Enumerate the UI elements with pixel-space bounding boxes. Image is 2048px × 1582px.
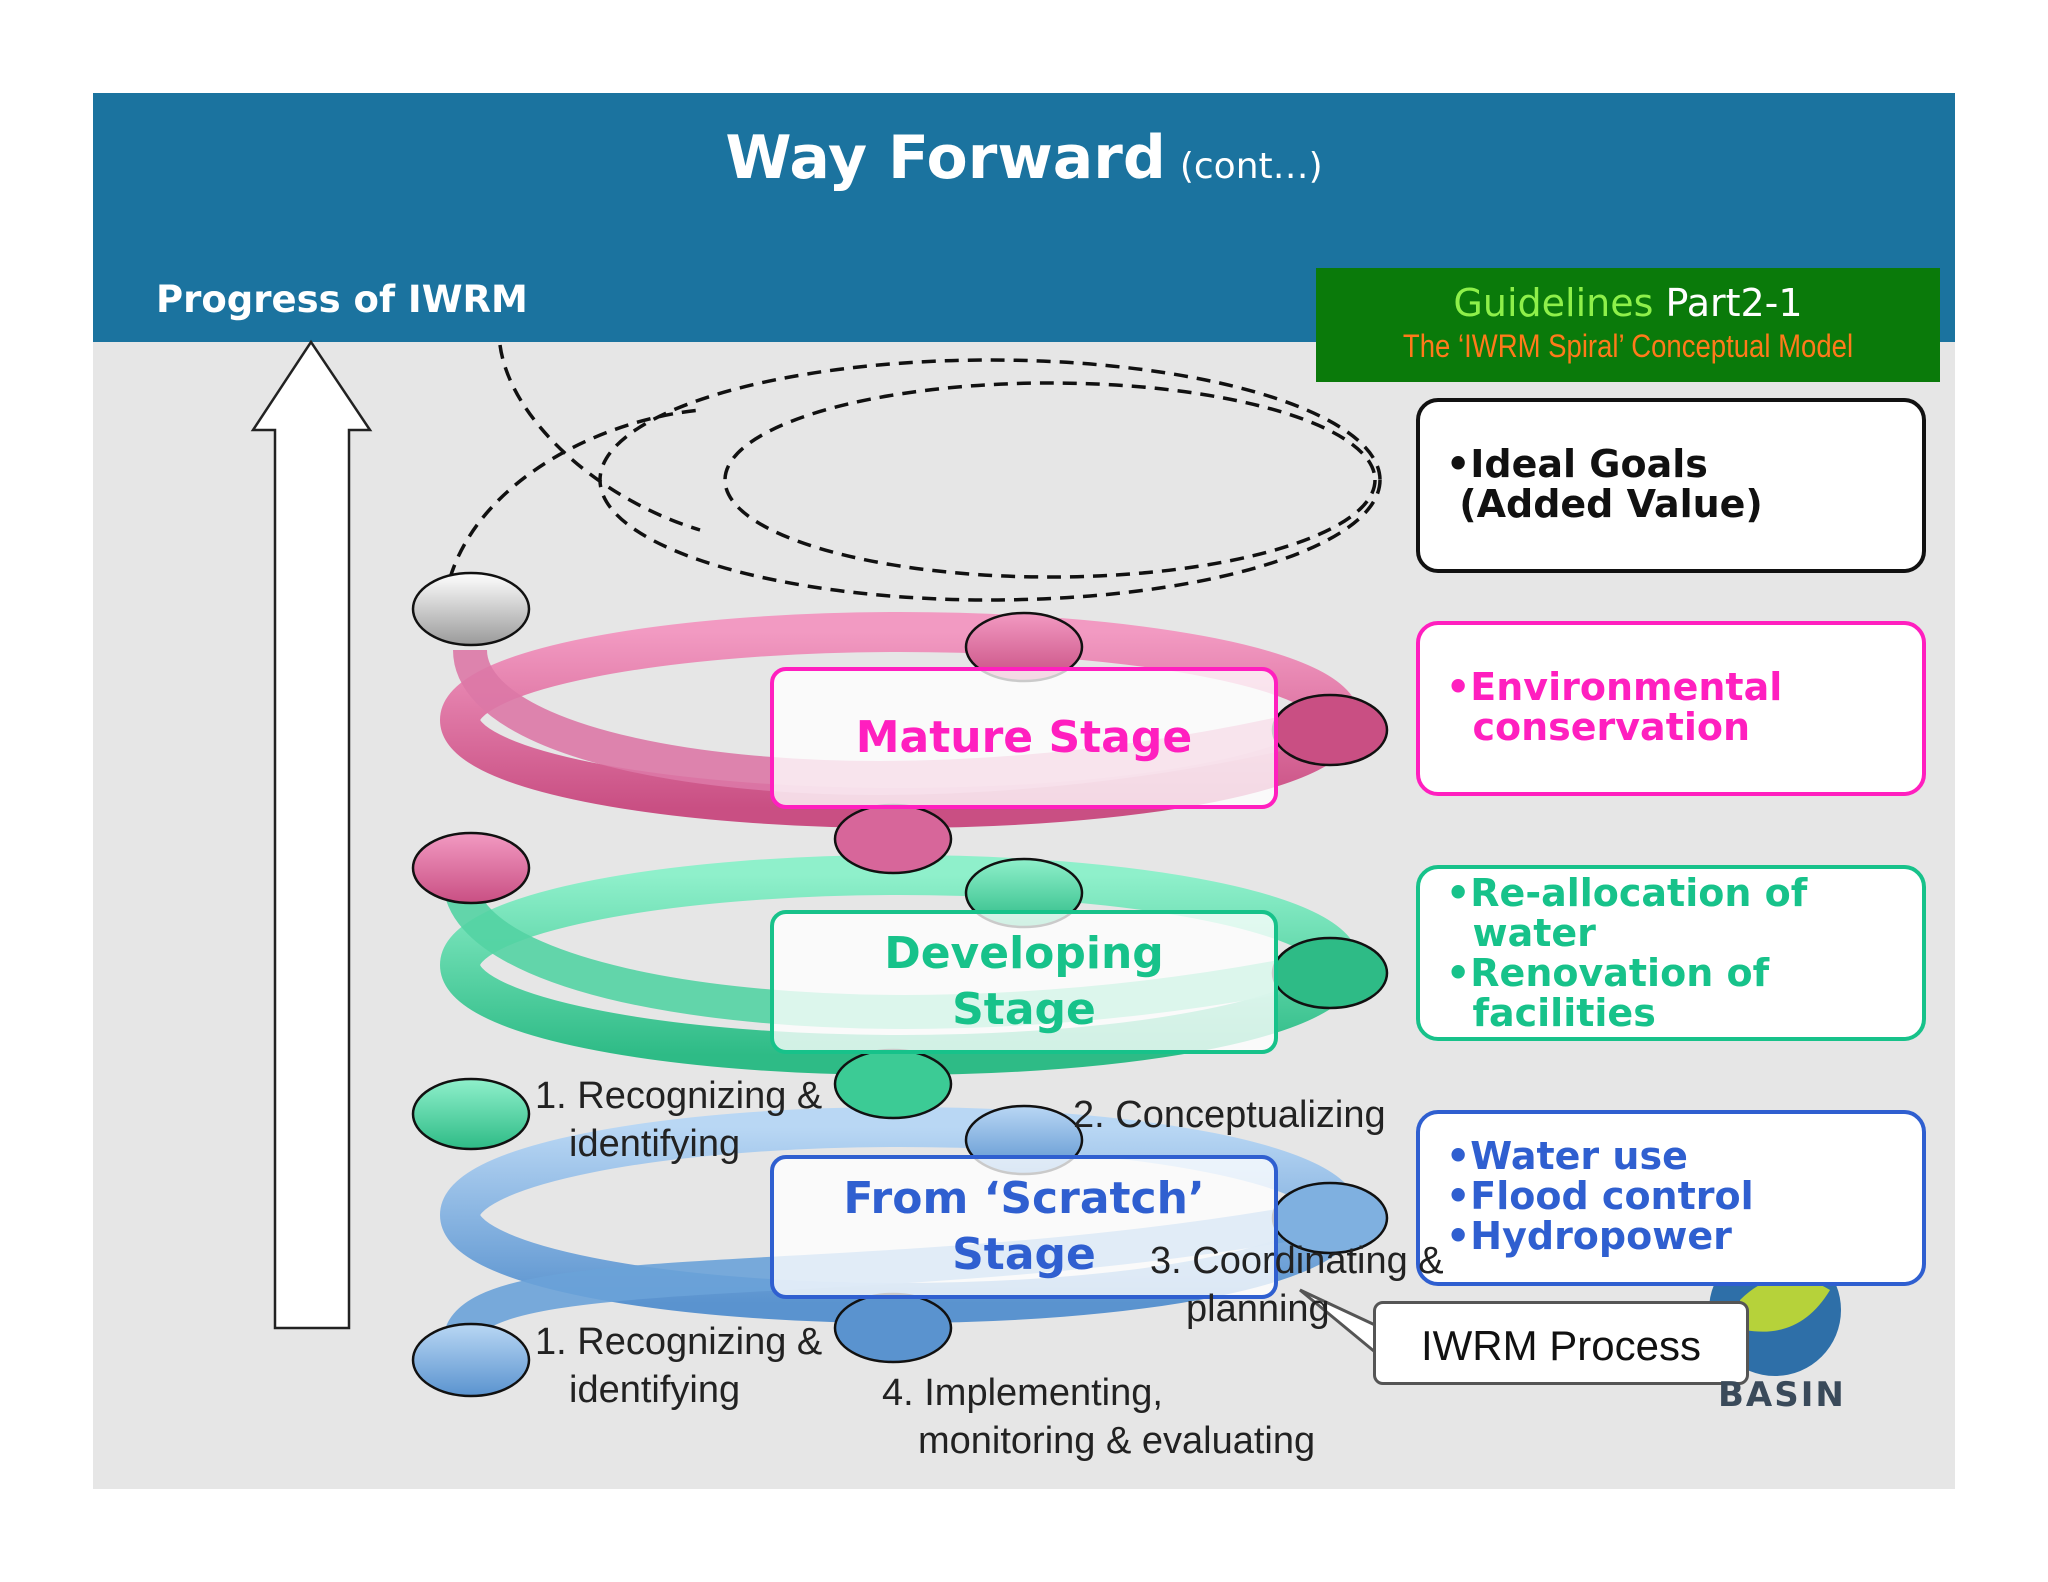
scratch-stage-box: From ‘Scratch’ Stage [770,1155,1278,1299]
water-use-line-1: •Water use [1446,1134,1688,1178]
recognizing-lower-line-2: identifying [569,1369,741,1411]
reallocation-line-4: facilities [1446,991,1656,1035]
node-green-right [1271,936,1389,1010]
recognizing-upper-line-2: identifying [569,1123,741,1165]
node-pink-bottom [833,803,953,875]
implementing-label: 4. Implementing, monitoring & evaluating [882,1369,1315,1465]
reallocation-line-2: water [1446,911,1596,955]
water-use-line-3: •Hydropower [1446,1214,1732,1258]
guidelines-word: Guidelines [1453,281,1654,325]
ideal-goals-box: •Ideal Goals (Added Value) [1416,398,1926,573]
reallocation-box: •Re-allocation of water •Renovation of f… [1416,865,1926,1041]
iwrm-process-callout: IWRM Process [1373,1301,1749,1385]
ideal-goals-line-2: (Added Value) [1446,482,1763,526]
title-main: Way Forward [725,123,1166,193]
recognizing-lower-line-1: 1. Recognizing & [535,1321,823,1363]
environmental-box: •Environmental conservation [1416,621,1926,796]
node-blue-left [411,1322,531,1398]
reallocation-line-3: •Renovation of [1446,951,1770,995]
coordinating-label: 3. Coordinating & planning [1150,1237,1444,1333]
guidelines-banner: Guidelines Part2-1 The ‘IWRM Spiral’ Con… [1316,268,1940,382]
reallocation-line-1: •Re-allocation of [1446,871,1808,915]
page-title: Way Forward (cont…) [93,123,1955,193]
recognizing-upper-label: 1. Recognizing & identifying [535,1072,822,1168]
environmental-line-1: •Environmental [1446,665,1783,709]
ideal-goals-line-1: •Ideal Goals [1446,442,1708,486]
recognizing-lower-label: 1. Recognizing & identifying [535,1318,822,1414]
node-pink-left [411,831,531,905]
conceptualizing-label: 2. Conceptualizing [1073,1091,1386,1139]
ideal-dashed-spiral [448,344,1382,602]
recognizing-upper-line-1: 1. Recognizing & [535,1075,823,1117]
progress-arrow [250,339,373,1330]
water-use-line-2: •Flood control [1446,1174,1754,1218]
mature-stage-label: Mature Stage [855,712,1193,763]
node-pink-right [1271,693,1389,767]
developing-stage-label-1: Developing [884,928,1164,979]
mature-stage-box: Mature Stage [770,667,1278,809]
node-green-left [411,1077,531,1151]
title-sub: (cont…) [1179,146,1323,187]
guidelines-subtitle: The ‘IWRM Spiral’ Conceptual Model [1402,328,1854,364]
environmental-line-2: conservation [1446,705,1751,749]
implementing-line-1: 4. Implementing, [882,1372,1163,1414]
developing-stage-box: Developing Stage [770,910,1278,1054]
progress-label: Progress of IWRM [156,278,528,321]
coordinating-line-1: 3. Coordinating & [1150,1240,1444,1282]
coordinating-line-2: planning [1186,1288,1330,1330]
guidelines-part: Part2-1 [1665,281,1803,325]
scratch-stage-label-2: Stage [952,1229,1096,1280]
implementing-line-2: monitoring & evaluating [918,1420,1316,1462]
node-blue-bottom [833,1292,953,1364]
basin-logo-text: BASIN [1718,1375,1846,1415]
scratch-stage-label-1: From ‘Scratch’ [843,1173,1205,1224]
water-use-box: •Water use •Flood control •Hydropower [1416,1110,1926,1286]
conceptualizing-line: 2. Conceptualizing [1073,1094,1386,1136]
node-ideal [411,571,531,647]
node-green-bottom [833,1048,953,1120]
developing-stage-label-2: Stage [952,984,1096,1035]
